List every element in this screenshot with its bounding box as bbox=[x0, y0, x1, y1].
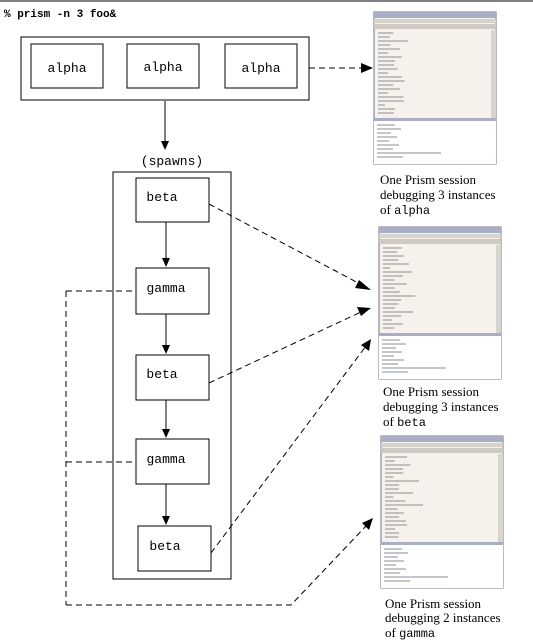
alpha-to-session-head bbox=[361, 63, 373, 73]
session-alpha-of: of bbox=[380, 202, 394, 217]
session-gamma-target: gamma bbox=[399, 627, 435, 641]
alpha-box-2 bbox=[126, 43, 200, 89]
gamma-box-2 bbox=[135, 438, 210, 485]
beta2-to-session-line bbox=[208, 311, 362, 384]
session-window-beta bbox=[378, 226, 502, 380]
window-scrollbar bbox=[498, 454, 503, 542]
beta-box-3 bbox=[137, 525, 212, 572]
session-beta-line1: One Prism session bbox=[383, 384, 480, 399]
session-beta-of: of bbox=[383, 414, 397, 429]
window-splitter bbox=[374, 118, 496, 121]
window-command-pane bbox=[374, 121, 496, 164]
session-alpha-line1: One Prism session bbox=[380, 172, 477, 187]
chain-arrow-3-head bbox=[162, 429, 170, 438]
window-menubar bbox=[374, 19, 496, 23]
window-splitter bbox=[379, 333, 501, 336]
chain-arrow-4-head bbox=[162, 516, 170, 525]
alpha-label-3: alpha bbox=[241, 61, 280, 76]
session-window-gamma bbox=[380, 435, 504, 589]
window-titlebar bbox=[381, 436, 503, 442]
window-command-pane bbox=[381, 545, 503, 588]
chain-arrow-1-head bbox=[162, 258, 170, 267]
session-gamma-of: of bbox=[385, 625, 399, 640]
beta3-to-session-line bbox=[210, 345, 367, 554]
beta1-to-session-head bbox=[355, 280, 371, 290]
gamma-bus-to-session-line bbox=[66, 525, 367, 606]
alpha-label-1: alpha bbox=[47, 61, 86, 76]
window-scrollbar bbox=[496, 245, 501, 333]
beta1-to-session-line bbox=[208, 203, 363, 286]
alpha-box-1 bbox=[30, 43, 104, 89]
beta3-to-session-head bbox=[361, 339, 371, 351]
command-text: % prism -n 3 foo& bbox=[4, 9, 117, 21]
spawn-arrow-head bbox=[161, 141, 169, 150]
session-gamma-line2: debugging 2 instances bbox=[385, 610, 501, 625]
session-window-alpha bbox=[373, 11, 497, 165]
window-titlebar bbox=[374, 12, 496, 18]
beta2-to-session-head bbox=[357, 307, 371, 316]
alpha-box-3 bbox=[224, 43, 298, 89]
window-toolbar bbox=[379, 239, 501, 244]
window-menubar bbox=[379, 234, 501, 238]
window-menubar bbox=[381, 443, 503, 447]
gamma-bus-to-session-head bbox=[362, 518, 373, 530]
chain-arrow-2-head bbox=[162, 345, 170, 354]
session-alpha-target: alpha bbox=[394, 204, 430, 218]
beta-label-2: beta bbox=[146, 367, 177, 382]
beta-label-3: beta bbox=[149, 539, 180, 554]
window-titlebar bbox=[379, 227, 501, 233]
gamma-label-2: gamma bbox=[146, 452, 185, 467]
beta-label-1: beta bbox=[146, 190, 177, 205]
gamma-label-1: gamma bbox=[146, 281, 185, 296]
session-beta-line2: debugging 3 instances bbox=[383, 399, 499, 414]
window-command-pane bbox=[379, 336, 501, 379]
session-beta-target: beta bbox=[397, 416, 426, 430]
beta-box-2 bbox=[135, 354, 210, 401]
window-toolbar bbox=[374, 24, 496, 29]
session-beta-line3: of beta bbox=[383, 414, 426, 430]
session-gamma-line1: One Prism session bbox=[385, 596, 482, 611]
gamma-box-1 bbox=[135, 267, 210, 315]
spawns-label: (spawns) bbox=[141, 154, 203, 169]
beta-box-1 bbox=[135, 177, 210, 223]
window-toolbar bbox=[381, 448, 503, 453]
window-scrollbar bbox=[491, 30, 496, 118]
alpha-label-2: alpha bbox=[143, 60, 182, 75]
window-splitter bbox=[381, 542, 503, 545]
session-gamma-line3: of gamma bbox=[385, 625, 435, 641]
session-alpha-line2: debugging 3 instances bbox=[380, 187, 496, 202]
session-alpha-line3: of alpha bbox=[380, 202, 430, 218]
